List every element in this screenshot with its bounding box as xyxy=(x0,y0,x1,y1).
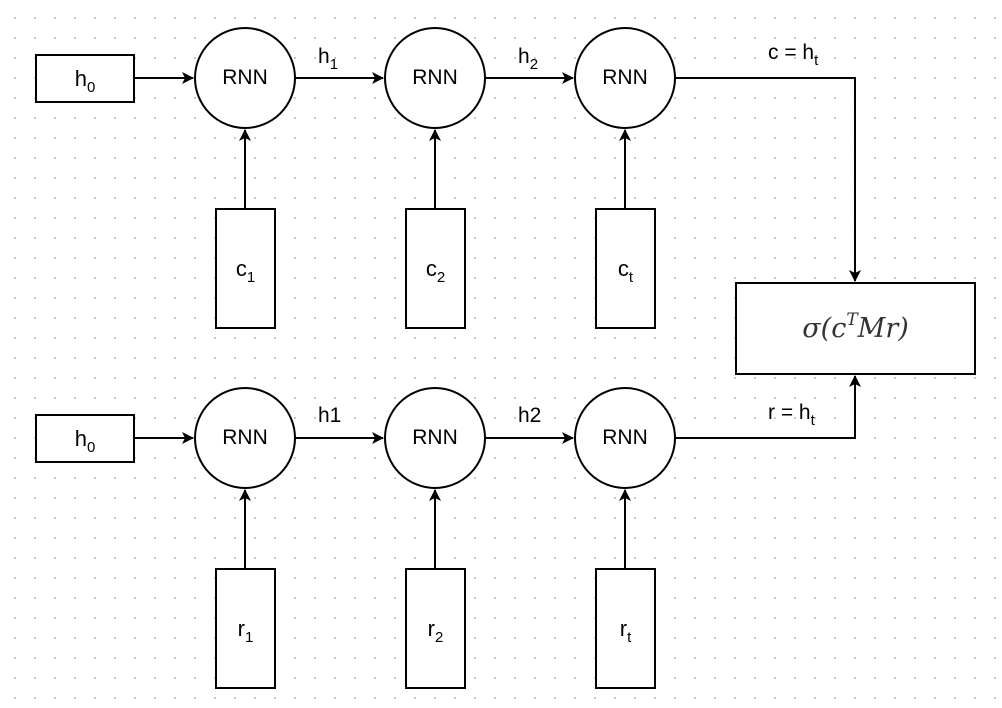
bottom-output-label: r = ht xyxy=(768,401,815,429)
top-rnn-cell-2: RNN xyxy=(384,27,486,129)
bottom-link-label-2: h2 xyxy=(518,404,542,427)
bottom-input-box-3: rt xyxy=(595,568,656,689)
bottom-input-box-1: r1 xyxy=(215,568,276,689)
top-link-label-1: h1 xyxy=(318,45,339,73)
bottom-initial-state-box: h0 xyxy=(35,414,135,463)
top-input-box-3: ct xyxy=(595,208,656,329)
bottom-initial-state-label: h0 xyxy=(74,425,96,456)
bottom-rnn-cell-1: RNN xyxy=(194,387,296,489)
score-function-box: σ(cTMr) xyxy=(735,282,976,375)
top-initial-state-box: h0 xyxy=(35,54,135,103)
bottom-rnn-cell-2: RNN xyxy=(384,387,486,489)
top-rnn-cell-3: RNN xyxy=(574,27,676,129)
bottom-link-label-1: h1 xyxy=(318,404,342,427)
arrow-r-to-score xyxy=(675,375,861,439)
top-link-label-2: h2 xyxy=(518,45,539,73)
top-input-box-1: c1 xyxy=(215,208,276,329)
top-rnn-cell-1: RNN xyxy=(194,27,296,129)
top-initial-state-label: h0 xyxy=(74,65,96,96)
top-input-box-2: c2 xyxy=(405,208,466,329)
bottom-input-box-2: r2 xyxy=(405,568,466,689)
top-output-label: c = ht xyxy=(768,41,819,69)
score-formula: σ(cTMr) xyxy=(802,310,909,344)
arrow-c-to-score xyxy=(675,77,861,282)
bottom-rnn-cell-3: RNN xyxy=(574,387,676,489)
